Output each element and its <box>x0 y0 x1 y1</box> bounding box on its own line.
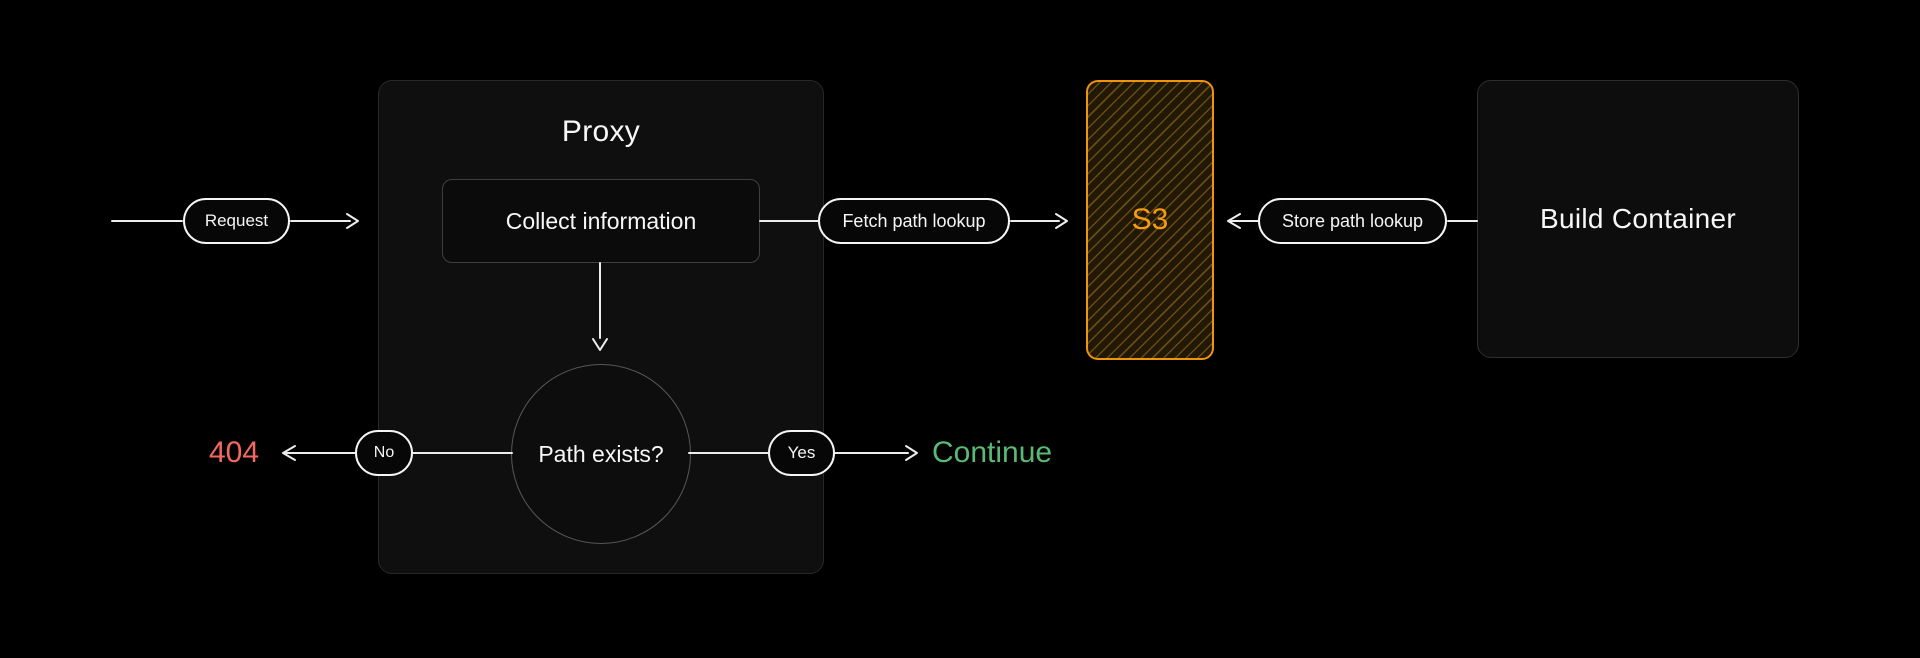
fetch-arrowhead-right-icon <box>1055 213 1068 229</box>
store-arrowhead-left-icon <box>1227 213 1241 229</box>
no-branch-pill: No <box>355 430 413 476</box>
not-found-outcome-label: 404 <box>208 436 260 469</box>
request-pill: Request <box>183 198 290 244</box>
proxy-title: Proxy <box>561 115 641 148</box>
request-pill-label: Request <box>204 211 269 230</box>
no-branch-label: No <box>373 444 395 461</box>
path-exists-label: Path exists? <box>538 440 664 467</box>
store-path-lookup-pill: Store path lookup <box>1258 198 1447 244</box>
yes-branch-pill: Yes <box>768 430 835 476</box>
s3-node: S3 <box>1086 80 1214 360</box>
collect-information-label: Collect information <box>505 207 697 234</box>
proxy-node: Proxy Collect information Path exists? <box>378 80 824 574</box>
yes-arrowhead-right-icon <box>905 445 918 461</box>
no-arrowhead-left-icon <box>282 445 296 461</box>
fetch-path-lookup-pill: Fetch path lookup <box>818 198 1010 244</box>
store-path-lookup-label: Store path lookup <box>1281 210 1424 231</box>
continue-outcome-label: Continue <box>932 436 1053 469</box>
collect-information-node: Collect information <box>442 179 760 263</box>
s3-label: S3 <box>1131 203 1169 236</box>
request-arrowhead-right-icon <box>346 213 359 229</box>
path-exists-decision-node: Path exists? <box>511 364 691 544</box>
yes-branch-label: Yes <box>787 443 816 462</box>
build-container-label: Build Container <box>1540 203 1736 234</box>
fetch-path-lookup-label: Fetch path lookup <box>842 210 986 231</box>
build-container-node: Build Container <box>1477 80 1799 358</box>
